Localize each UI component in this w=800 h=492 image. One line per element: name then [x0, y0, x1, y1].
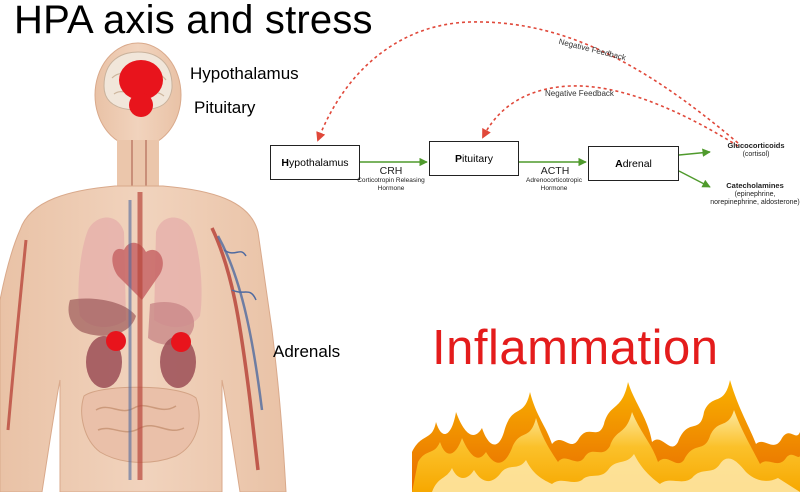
hormone-acth: ACTH Adrenocorticotropic Hormone [526, 165, 582, 192]
flames-illustration [412, 380, 800, 492]
page-title: HPA axis and stress [14, 0, 373, 42]
label-hypothalamus: Hypothalamus [190, 64, 299, 83]
arrow-adrenal-to-catecholamines [678, 170, 711, 188]
right-adrenal-marker [171, 332, 191, 352]
arrow-adrenal-to-glucocorticoids [678, 148, 711, 157]
pituitary-marker [129, 93, 153, 117]
inflammation-heading: Inflammation [432, 321, 719, 375]
hormone-crh: CRH Corticotropin Releasing Hormone [357, 165, 425, 192]
label-pituitary: Pituitary [194, 98, 256, 117]
negative-feedback-arc-inner [482, 85, 739, 147]
left-adrenal-marker [106, 331, 126, 351]
negative-feedback-arc-outer [316, 21, 739, 144]
output-glucocorticoids: Glucocorticoids (cortisol) [727, 141, 785, 158]
right-lung [154, 217, 202, 328]
liver [68, 298, 136, 336]
hypothalamus-marker [119, 60, 163, 100]
output-catecholamines: Catecholamines (epinephrine, norepinephr… [710, 181, 800, 206]
negative-feedback-label-inner: Negative Feedback [545, 89, 614, 98]
hpa-flow-connectors [316, 21, 739, 188]
human-body-illustration [0, 42, 287, 492]
neck [117, 140, 159, 192]
label-adrenals: Adrenals [273, 342, 341, 361]
